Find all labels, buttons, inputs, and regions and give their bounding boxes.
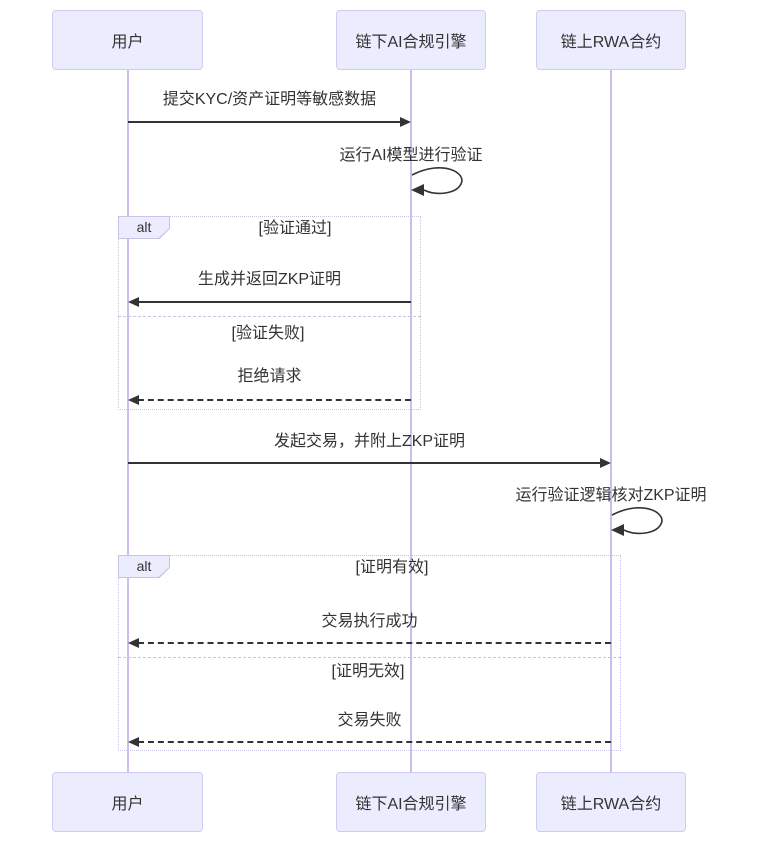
arrowhead-left-icon bbox=[128, 395, 139, 405]
alt-guard-label: [证明无效] bbox=[331, 663, 405, 680]
message-label: 提交KYC/资产证明等敏感数据 bbox=[162, 91, 377, 108]
actor-label: 用户 bbox=[111, 34, 144, 51]
alt-label-tab: alt bbox=[118, 216, 170, 239]
message-line bbox=[138, 741, 611, 743]
actor-bottom-rwa-contract: 链上RWA合约 bbox=[536, 772, 686, 832]
arrowhead-left-icon bbox=[128, 297, 139, 307]
actor-label: 链上RWA合约 bbox=[560, 796, 662, 813]
message-line bbox=[138, 301, 411, 303]
arrowhead-right-icon bbox=[600, 458, 611, 468]
message-label: 交易失败 bbox=[337, 712, 402, 729]
message-line bbox=[138, 642, 611, 644]
actor-bottom-user: 用户 bbox=[52, 772, 203, 832]
alt-frame bbox=[118, 555, 621, 751]
actor-label: 链下AI合规引擎 bbox=[355, 34, 467, 51]
actor-label: 用户 bbox=[111, 796, 144, 813]
alt-frame bbox=[118, 216, 421, 410]
actor-bottom-ai-engine: 链下AI合规引擎 bbox=[336, 772, 486, 832]
message-line bbox=[138, 399, 411, 401]
message-label: 运行验证逻辑核对ZKP证明 bbox=[515, 487, 707, 504]
message-label: 生成并返回ZKP证明 bbox=[197, 271, 342, 288]
lifeline-user bbox=[127, 70, 129, 772]
message-label: 发起交易，并附上ZKP证明 bbox=[273, 433, 466, 450]
message-label: 运行AI模型进行验证 bbox=[339, 147, 483, 164]
lifeline-ai-engine bbox=[410, 70, 412, 772]
alt-label: alt bbox=[136, 558, 152, 574]
alt-guard-label: [验证失败] bbox=[231, 325, 305, 342]
message-line bbox=[128, 121, 401, 123]
alt-label-tab: alt bbox=[118, 555, 170, 578]
alt-label: alt bbox=[136, 219, 152, 235]
message-label: 拒绝请求 bbox=[237, 368, 302, 385]
actor-label: 链上RWA合约 bbox=[560, 34, 662, 51]
arrowhead-left-icon bbox=[128, 638, 139, 648]
alt-divider bbox=[118, 657, 621, 658]
alt-label-tab-fill bbox=[119, 217, 169, 238]
message-label: 交易执行成功 bbox=[321, 613, 418, 630]
actor-top-user: 用户 bbox=[52, 10, 203, 70]
message-line bbox=[128, 462, 601, 464]
self-loop-arrow-icon bbox=[611, 506, 663, 536]
lifeline-rwa-contract bbox=[610, 70, 612, 772]
arrowhead-right-icon bbox=[400, 117, 411, 127]
arrowhead-left-icon bbox=[128, 737, 139, 747]
alt-divider bbox=[118, 316, 421, 317]
alt-guard-label: [验证通过] bbox=[258, 220, 332, 237]
alt-guard-label: [证明有效] bbox=[355, 559, 429, 576]
actor-top-rwa-contract: 链上RWA合约 bbox=[536, 10, 686, 70]
actor-label: 链下AI合规引擎 bbox=[355, 796, 467, 813]
alt-label-tab-fill bbox=[119, 556, 169, 577]
actor-top-ai-engine: 链下AI合规引擎 bbox=[336, 10, 486, 70]
self-loop-arrow-icon bbox=[411, 166, 463, 196]
